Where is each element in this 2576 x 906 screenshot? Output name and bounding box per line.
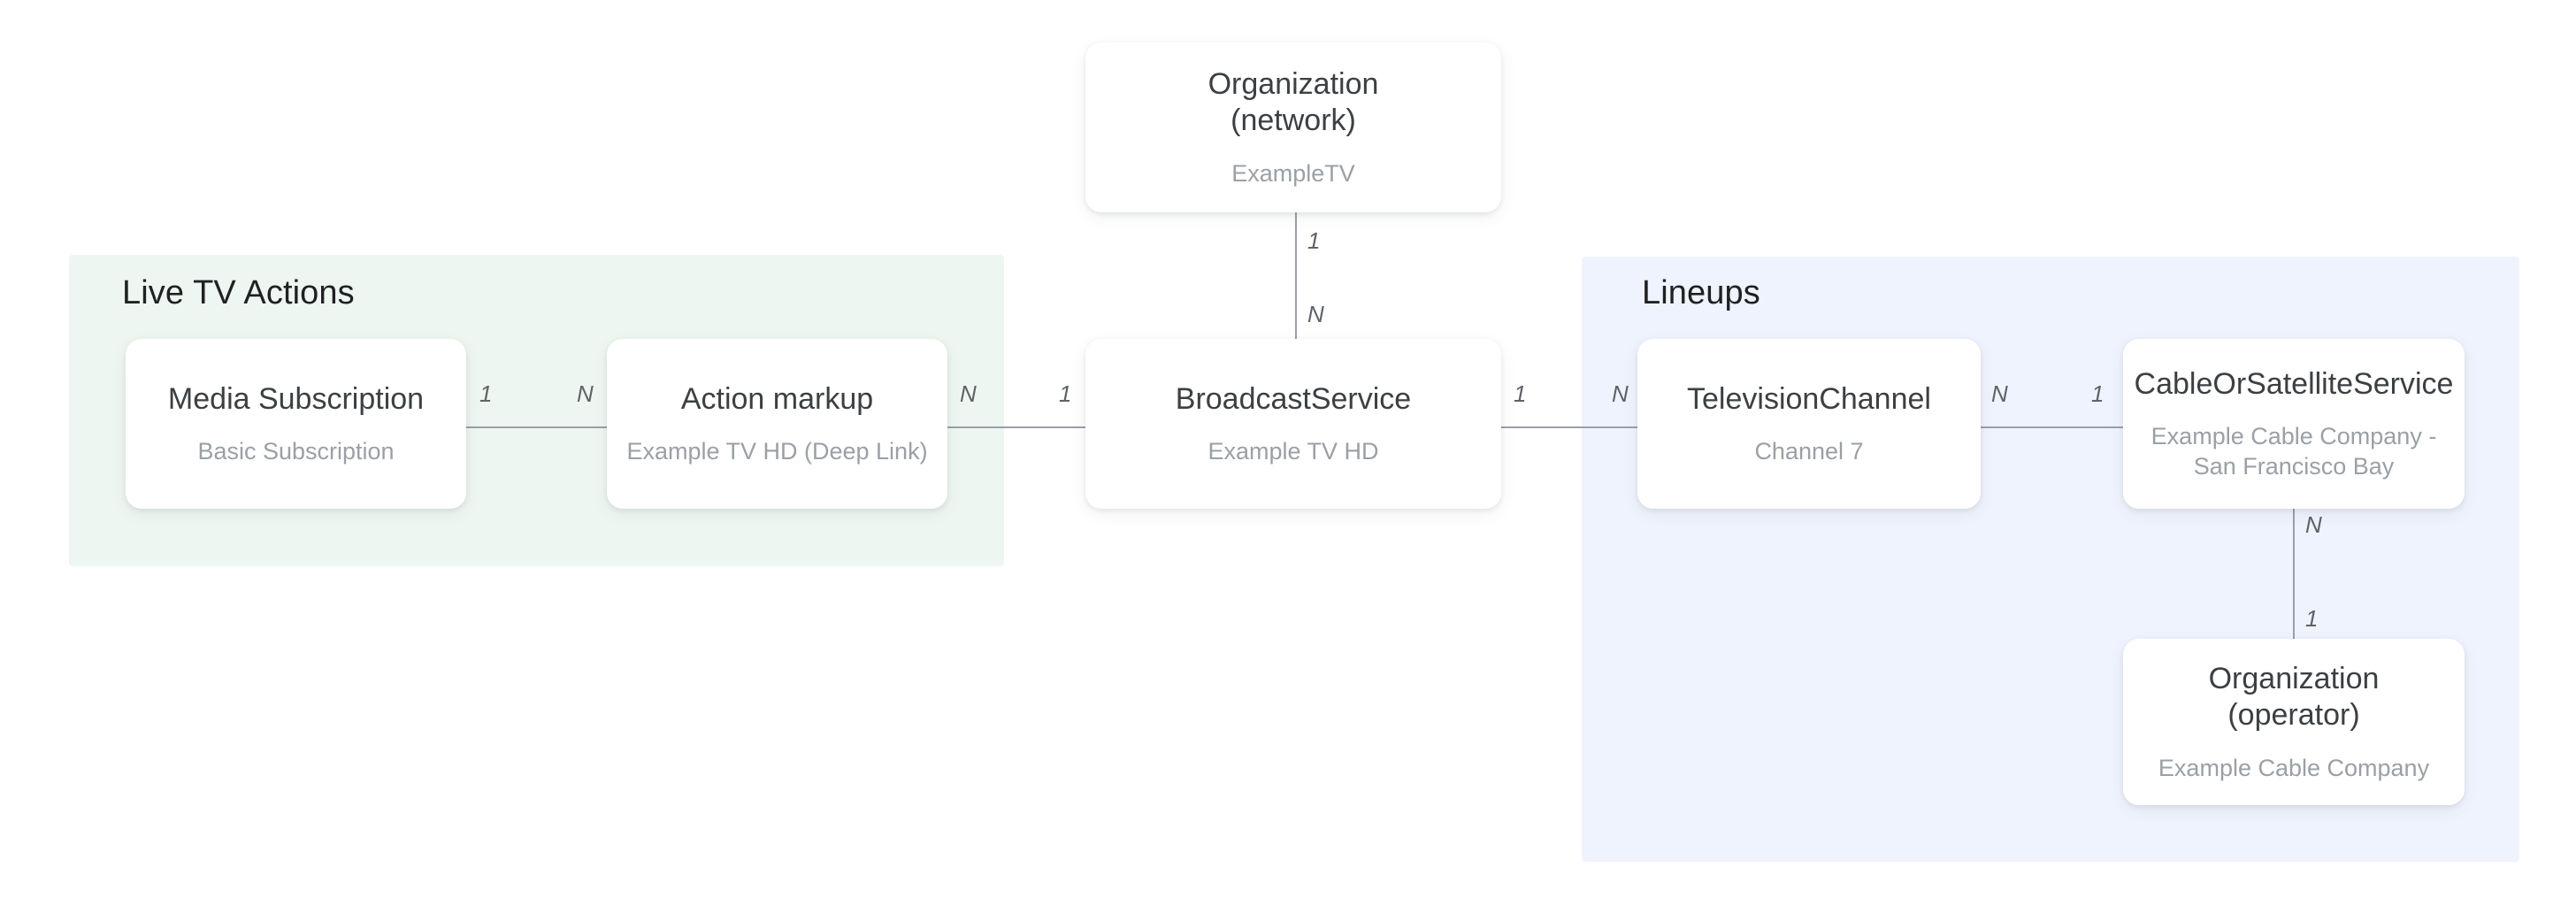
entity-title-broadcast-service: BroadcastService <box>1175 381 1412 416</box>
edge-line-edge-television-channel-to-cable-service <box>1981 426 2123 428</box>
entity-subtitle-media-subscription: Basic Subscription <box>197 438 395 465</box>
group-title-live-tv-actions: Live TV Actions <box>122 274 355 311</box>
multiplicity-from-edge-cable-service-to-org-operator: N <box>2305 511 2322 538</box>
multiplicity-to-edge-television-channel-to-cable-service: 1 <box>2091 380 2104 407</box>
multiplicity-from-edge-media-subscription-to-action-markup: 1 <box>479 380 493 407</box>
multiplicity-from-edge-action-markup-to-broadcast: N <box>960 380 977 407</box>
edge-line-edge-broadcast-to-television-channel <box>1501 426 1637 428</box>
multiplicity-to-edge-media-subscription-to-action-markup: N <box>577 380 594 407</box>
group-title-lineups: Lineups <box>1642 274 1760 311</box>
entity-subtitle-organization-operator: Example Cable Company <box>2158 754 2430 781</box>
entity-card-organization-operator[interactable]: Organization (operator) Example Cable Com… <box>2123 639 2465 805</box>
entity-title-cable-or-satellite-service: CableOrSatelliteService <box>2134 366 2454 401</box>
entity-title-media-subscription: Media Subscription <box>167 381 425 416</box>
entity-subtitle-organization-network: ExampleTV <box>1231 159 1355 187</box>
multiplicity-to-edge-org-network-to-broadcast: N <box>1307 301 1324 327</box>
multiplicity-from-edge-television-channel-to-cable-service: N <box>1991 380 2008 407</box>
multiplicity-to-edge-action-markup-to-broadcast: 1 <box>1059 380 1072 407</box>
edge-line-edge-action-markup-to-broadcast <box>947 426 1085 428</box>
entity-title-organization-network: Organization (network) <box>1208 66 1379 138</box>
entity-subtitle-television-channel: Channel 7 <box>1754 438 1864 465</box>
edge-line-edge-cable-service-to-org-operator <box>2293 509 2295 639</box>
entity-subtitle-action-markup: Example TV HD (Deep Link) <box>626 438 928 465</box>
entity-title-organization-operator: Organization (operator) <box>2208 661 2380 733</box>
entity-subtitle-cable-or-satellite-service: Example Cable Company - San Francisco Ba… <box>2150 423 2437 480</box>
multiplicity-from-edge-org-network-to-broadcast: 1 <box>1307 227 1321 254</box>
entity-subtitle-broadcast-service: Example TV HD <box>1208 438 1379 465</box>
entity-title-action-markup: Action markup <box>680 381 874 416</box>
multiplicity-from-edge-broadcast-to-television-channel: 1 <box>1514 380 1527 407</box>
edge-line-edge-org-network-to-broadcast <box>1295 212 1297 341</box>
entity-card-organization-network[interactable]: Organization (network) ExampleTV <box>1085 42 1501 212</box>
multiplicity-to-edge-broadcast-to-television-channel: N <box>1612 380 1629 407</box>
edge-line-edge-media-subscription-to-action-markup <box>466 426 607 428</box>
multiplicity-to-edge-cable-service-to-org-operator: 1 <box>2305 605 2319 632</box>
entity-title-television-channel: TelevisionChannel <box>1687 381 1931 416</box>
